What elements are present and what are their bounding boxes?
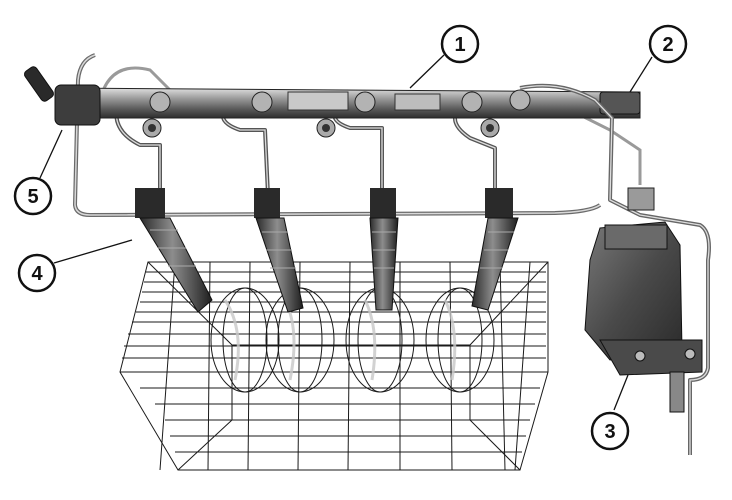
callout-5-label: 5 [27,186,38,208]
feed-line-highlight [74,54,601,216]
rail-pressure-sensor [24,66,101,126]
injector-3 [369,188,399,311]
high-pressure-pump [584,187,703,413]
injector-1 [135,188,213,313]
callout-4-label: 4 [31,263,43,285]
callout-3-label: 3 [604,421,615,443]
callout-2-label: 2 [662,34,673,56]
callout-2: 2 [648,24,688,64]
callout-4: 4 [17,253,57,293]
injector-2 [254,188,304,313]
high-pressure-rail [59,87,641,138]
injector-4 [471,188,519,311]
pump-supply-pipe-highlight [519,85,710,455]
callout-1-label: 1 [454,34,465,56]
callout-3: 3 [590,411,630,451]
callout-5: 5 [13,176,53,216]
callout-1: 1 [440,24,480,64]
injectors [135,188,519,313]
leader-lines [39,54,653,411]
